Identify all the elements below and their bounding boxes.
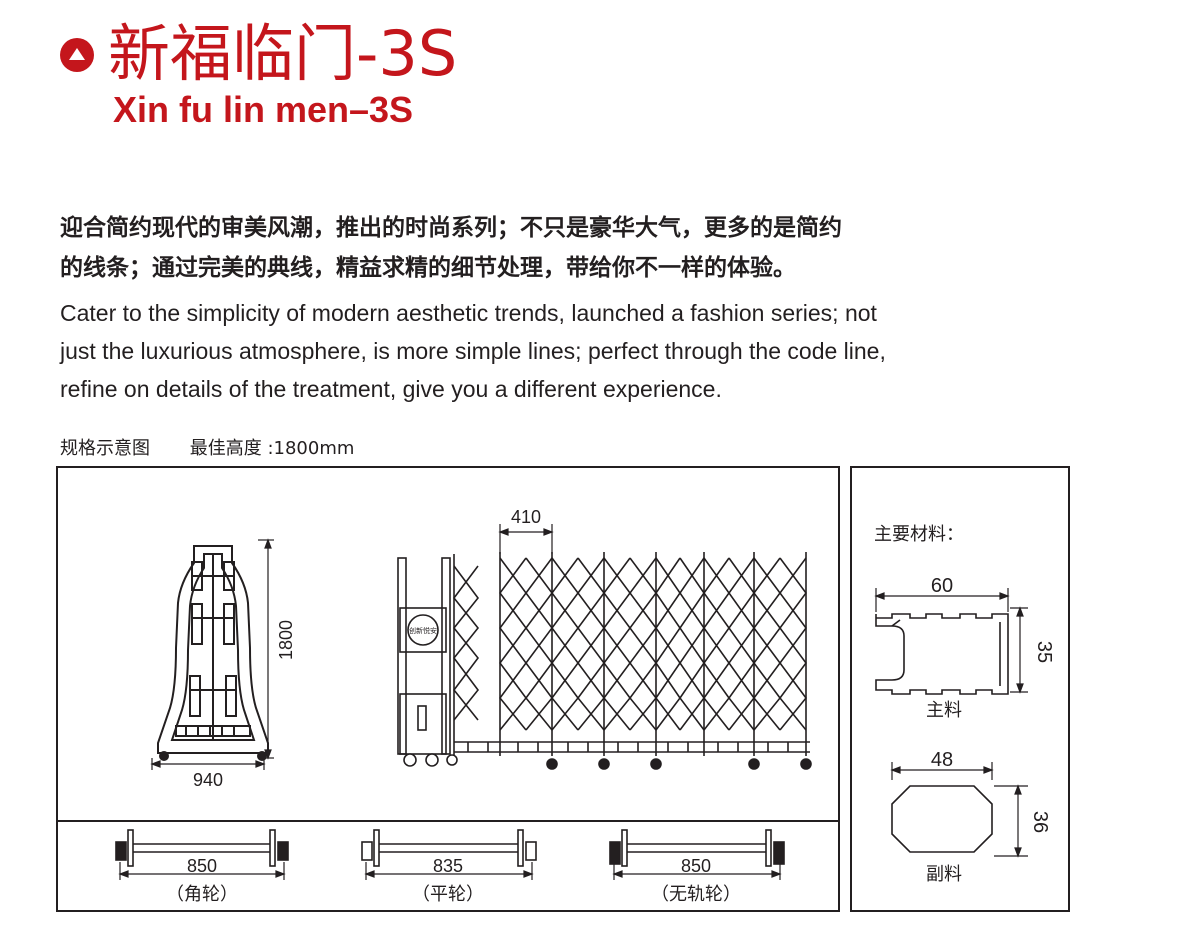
- trackless-wheel-drawing: [609, 829, 785, 867]
- main-material-label: 主料: [926, 700, 962, 720]
- diagram-label: 规格示意图: [60, 438, 150, 459]
- title-badge: [60, 38, 94, 72]
- main-material-width: 60: [931, 575, 953, 597]
- secondary-material-label: 副料: [926, 864, 962, 884]
- wheel-2-label: （平轮）: [412, 884, 484, 904]
- side-view-drawing: [157, 545, 269, 761]
- main-diagram: 940 1800: [150, 507, 812, 790]
- secondary-material-height: 36: [1029, 811, 1051, 833]
- description-en-line: just the luxurious atmosphere, is more s…: [60, 338, 886, 364]
- height-dimension: [258, 538, 274, 760]
- secondary-material-width: 48: [931, 749, 953, 771]
- description-en-line: refine on details of the treatment, give…: [60, 376, 722, 402]
- description-cn: 迎合简约现代的审美风潮，推出的时尚系列；不只是豪华大气，更多的是简约 的线条；通…: [60, 208, 960, 288]
- pitch-dimension: [498, 524, 554, 554]
- secondary-width-dimension: [890, 762, 994, 780]
- pitch-label: 410: [511, 507, 541, 527]
- wheel-1-width: 850: [187, 856, 217, 876]
- flat-wheel-drawing: [361, 829, 537, 867]
- description-cn-line: 迎合简约现代的审美风潮，推出的时尚系列；不只是豪华大气，更多的是简约: [60, 215, 842, 241]
- materials-frame: 主要材料： 60 35 主料: [850, 466, 1070, 912]
- motor-badge-label: 创新悦安: [409, 626, 437, 635]
- secondary-material-drawing: [891, 785, 993, 853]
- secondary-height-dimension: [994, 784, 1028, 858]
- wheel-1-dimension: [118, 862, 286, 880]
- page-subtitle: Xin fu lin men–3S: [113, 89, 414, 130]
- wheel-3-label: （无轨轮）: [651, 884, 741, 904]
- page-title: 新福临门-3S: [108, 17, 458, 90]
- wheel-3-width: 850: [681, 856, 711, 876]
- front-view-drawing: [397, 552, 812, 770]
- materials-diagram: 主要材料： 60 35 主料: [874, 524, 1055, 884]
- wheel-2-dimension: [364, 862, 534, 880]
- description-en-line: Cater to the simplicity of modern aesthe…: [60, 300, 877, 326]
- wheel-1-label: （角轮）: [166, 884, 238, 904]
- materials-title: 主要材料：: [874, 524, 964, 544]
- width-dimension: [150, 758, 266, 770]
- max-height-label: 最佳高度 :1800mm: [189, 438, 355, 459]
- up-triangle-icon: [69, 48, 85, 60]
- main-material-height: 35: [1033, 641, 1055, 663]
- description-en: Cater to the simplicity of modern aesthe…: [60, 294, 960, 408]
- wheels-diagram: 850 （角轮） 835 （平轮）: [115, 829, 785, 904]
- main-height-dimension: [1010, 606, 1028, 694]
- main-diagram-frame: 940 1800: [56, 466, 840, 822]
- wheels-frame: 850 （角轮） 835 （平轮）: [56, 820, 840, 912]
- corner-wheel-drawing: [115, 829, 289, 867]
- main-width-dimension: [874, 588, 1010, 612]
- wheel-2-width: 835: [433, 856, 463, 876]
- wheel-3-dimension: [612, 864, 782, 880]
- main-material-drawing: [875, 613, 1009, 695]
- side-width-label: 940: [193, 770, 223, 790]
- spec-line: 规格示意图 最佳高度 :1800mm: [60, 436, 388, 462]
- side-height-label: 1800: [276, 620, 296, 660]
- description-cn-line: 的线条；通过完美的典线，精益求精的细节处理，带给你不一样的体验。: [60, 255, 796, 281]
